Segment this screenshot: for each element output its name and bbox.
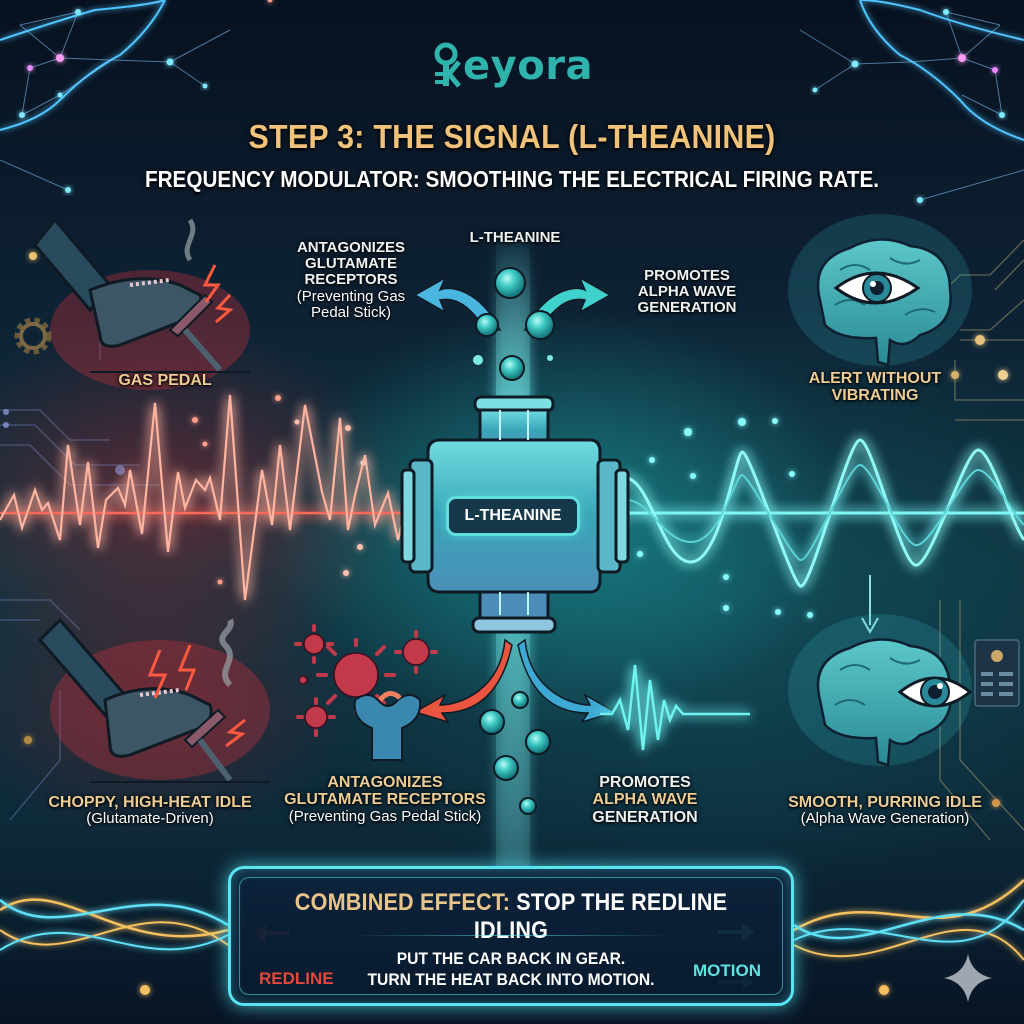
promotes-alpha-bottom-label: PROMOTES ALPHA WAVE GENERATION: [592, 774, 698, 826]
gas-pedal-foot-icon: [33, 217, 250, 390]
page-subtitle: FREQUENCY MODULATOR: SMOOTHING THE ELECT…: [144, 166, 880, 192]
motion-label: MOTION: [693, 961, 761, 980]
alert-brain-icon: [788, 214, 972, 367]
combined-effect-body: PUT THE CAR BACK IN GEAR. TURN THE HEAT …: [367, 949, 655, 989]
choppy-red-waveform: [0, 394, 407, 601]
alpha-wave-icon: [600, 664, 750, 751]
neural-network-top-right: [799, 0, 1024, 203]
redline-label: REDLINE: [259, 969, 334, 988]
particles: [192, 0, 813, 618]
page-title: STEP 3: THE SIGNAL (L-THEANINE): [248, 118, 776, 155]
circuit-chip-icon: [974, 639, 1020, 707]
arrow-right-bottom-blue: [517, 638, 617, 724]
panel-inner-border: [239, 877, 783, 995]
alert-without-vibrating-label: ALERT WITHOUT VIBRATING: [808, 370, 942, 405]
sparkle-icon: [944, 954, 992, 1002]
combined-effect-panel: COMBINED EFFECT: STOP THE REDLINE IDLING…: [228, 866, 794, 1006]
panel-divider: [351, 935, 671, 936]
choppy-idle-foot-icon: [37, 617, 270, 783]
arrow-left-bottom-red: [413, 638, 513, 724]
gas-pedal-label: GAS PEDAL: [118, 372, 212, 389]
energy-waves-bottom-right: [793, 879, 1024, 995]
smooth-idle-label: SMOOTH, PURRING IDLE (Alpha Wave Generat…: [788, 794, 982, 828]
smooth-cyan-waveform: [619, 438, 1024, 588]
promotes-alpha-top-label: PROMOTES ALPHA WAVE GENERATION: [637, 267, 737, 317]
antagonizes-glutamate-top-label: ANTAGONIZES GLUTAMATE RECEPTORS (Prevent…: [296, 239, 406, 321]
modulator-label: L-THEANINE: [446, 496, 580, 536]
l-theanine-source-label: L-THEANINE: [469, 229, 561, 246]
key-logo-icon: [434, 42, 461, 88]
choppy-idle-label: CHOPPY, HIGH-HEAT IDLE (Glutamate-Driven…: [48, 794, 252, 828]
molecule-bubbles-top: [473, 267, 555, 381]
energy-waves-bottom-left: [0, 898, 229, 951]
glutamate-molecules-icon: [294, 624, 438, 761]
gear-icon: [14, 317, 52, 355]
antagonizes-glutamate-bottom-label: ANTAGONIZES GLUTAMATE RECEPTORS (Prevent…: [284, 774, 486, 825]
brand-logo: eyora: [0, 42, 1024, 95]
brand-name: eyora: [463, 43, 593, 89]
neural-network-top-left: [0, 0, 231, 193]
smooth-brain-icon: [788, 614, 973, 767]
combined-effect-heading: COMBINED EFFECT: STOP THE REDLINE IDLING: [294, 889, 728, 944]
receptor-icon: [353, 694, 422, 761]
molecule-bubbles-bottom: [479, 691, 551, 815]
